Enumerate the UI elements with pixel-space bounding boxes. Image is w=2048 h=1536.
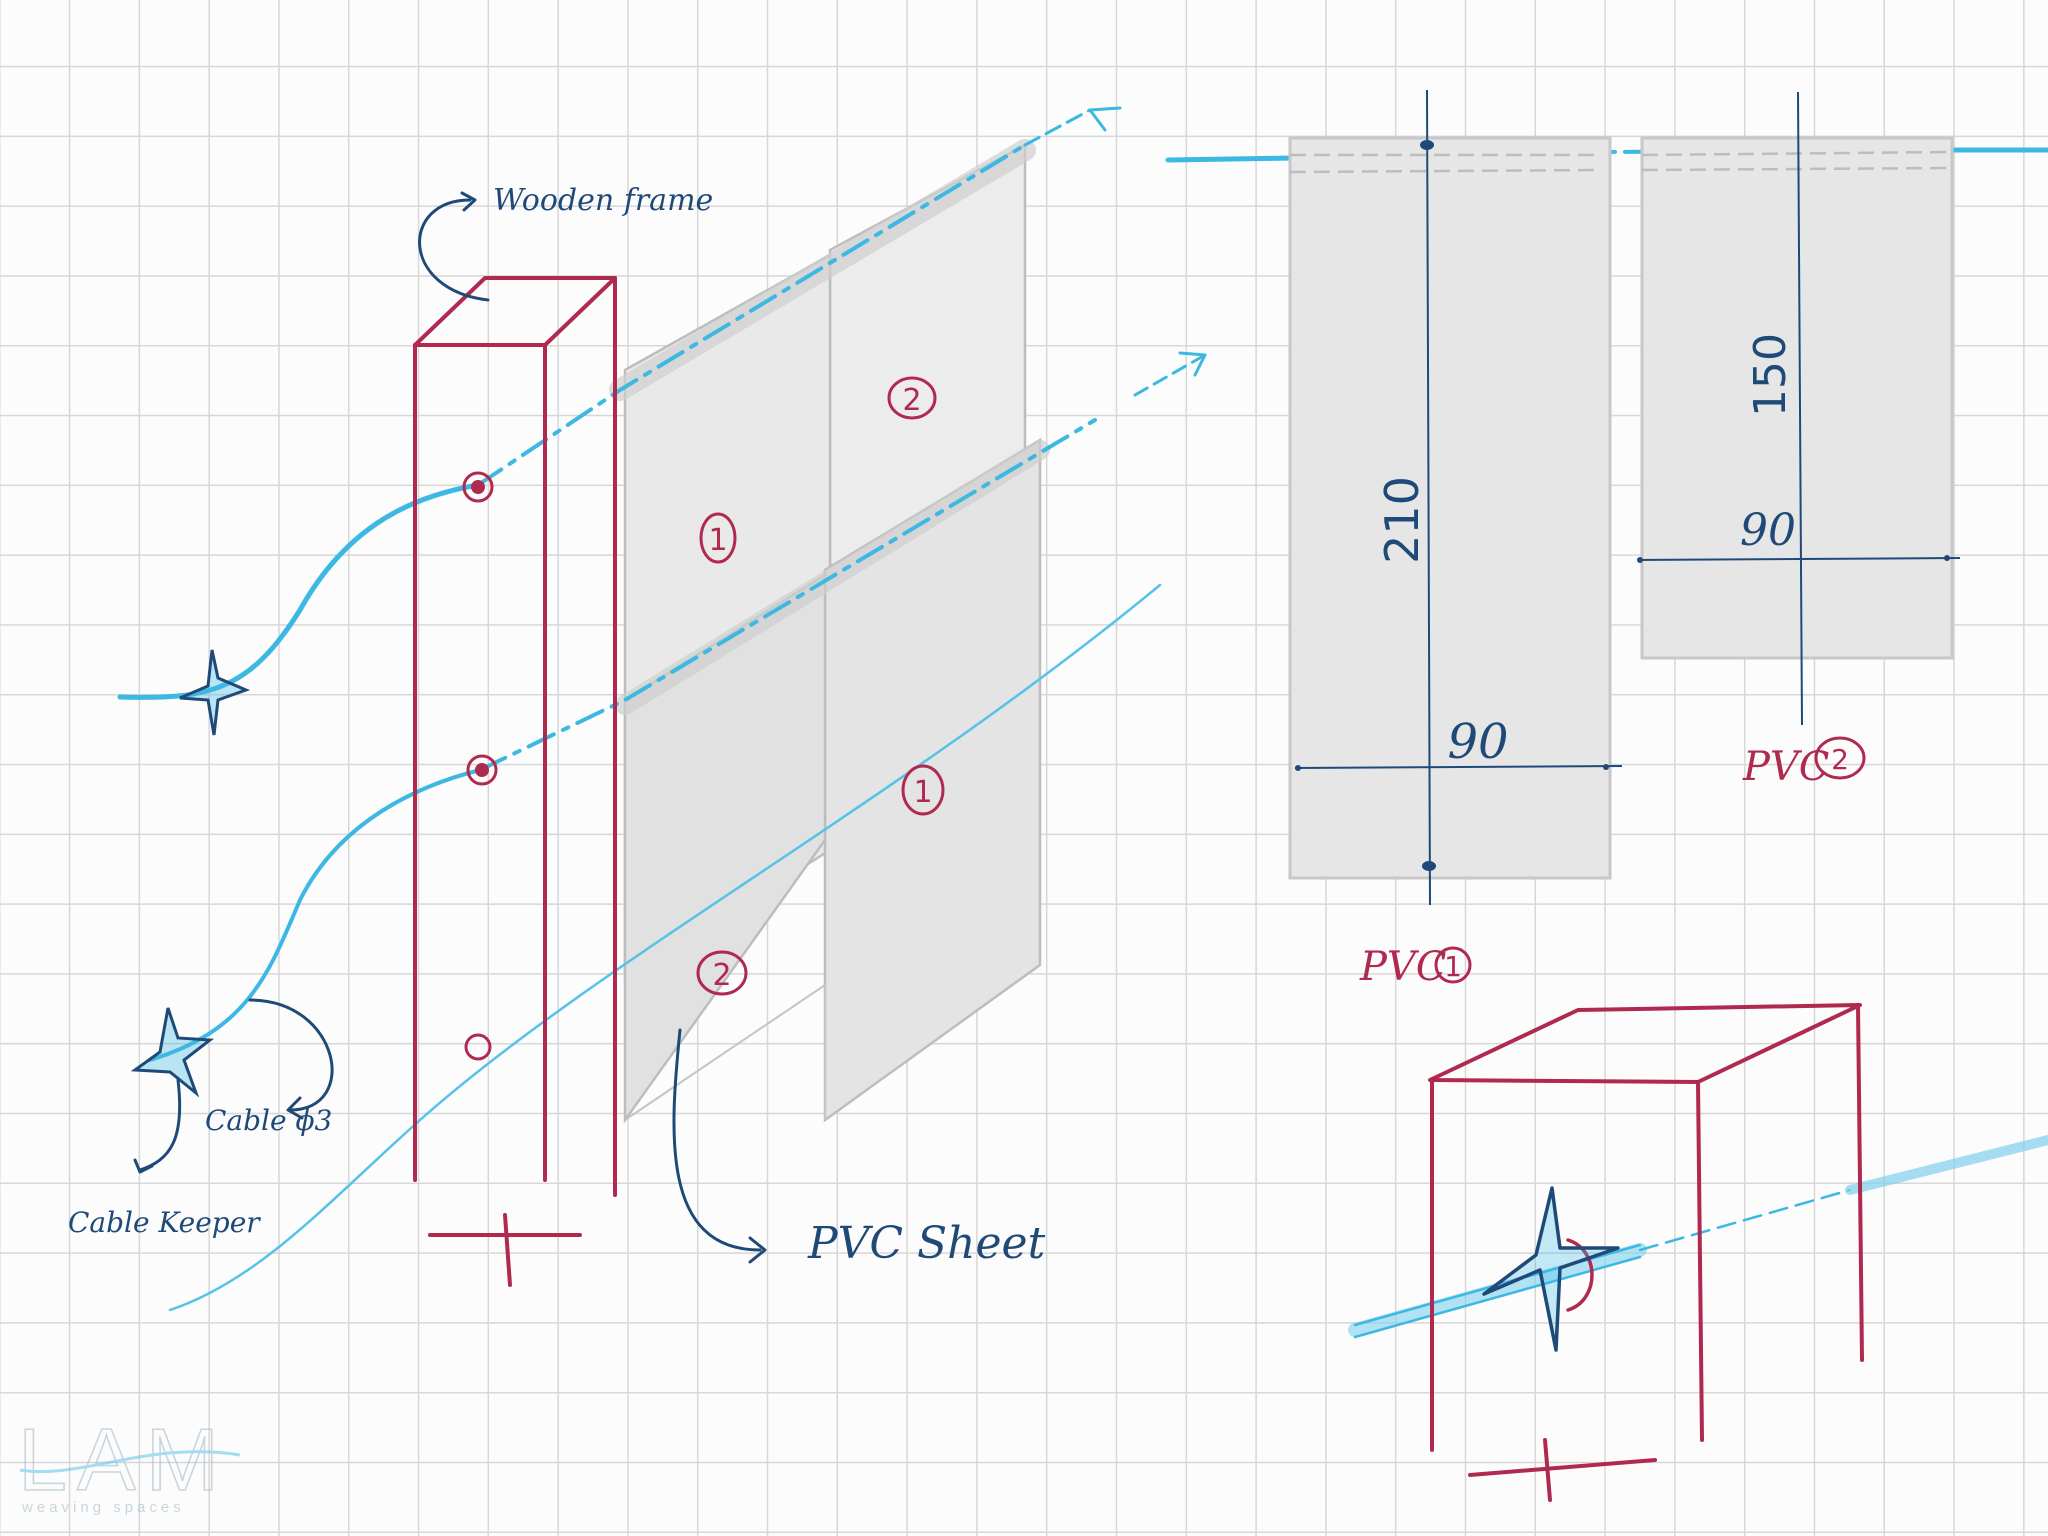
pvc1-width-dimension: 90 bbox=[1447, 714, 1508, 770]
elevation-pvc-1 bbox=[1288, 89, 1623, 906]
cable-hole-bottom bbox=[464, 1033, 492, 1061]
cable-top bbox=[117, 482, 481, 700]
svg-text:1: 1 bbox=[913, 775, 932, 810]
pvc2-width-line bbox=[1637, 557, 1961, 561]
label-pvc-sheet: PVC Sheet bbox=[807, 1218, 1046, 1269]
cable-keeper-middle-icon bbox=[130, 1007, 215, 1098]
label-pvc-1-number: 1 bbox=[1434, 946, 1472, 984]
svg-text:2: 2 bbox=[902, 383, 921, 418]
wooden-frame-arrow bbox=[418, 198, 490, 302]
cable-bottom bbox=[168, 583, 1162, 1312]
cable-keeper-icons bbox=[130, 649, 251, 1098]
pvc2-height-dimension: 150 bbox=[1745, 333, 1796, 417]
annotation-arrows bbox=[133, 191, 767, 1264]
cable-arrow bbox=[248, 998, 334, 1112]
cable-keeper-detail-icon bbox=[1482, 1186, 1620, 1352]
lam-logo: LAM weaving spaces bbox=[17, 1409, 241, 1516]
cable-middle bbox=[148, 768, 482, 1062]
sheet-number-lower-2: 2 bbox=[696, 950, 748, 996]
sheet-number-upper-2: 2 bbox=[887, 376, 937, 420]
svg-text:1: 1 bbox=[1444, 950, 1462, 983]
pvc1-width-line bbox=[1294, 765, 1623, 769]
cable-keeper-top-icon bbox=[179, 649, 251, 736]
label-pvc-2-number: 2 bbox=[1814, 736, 1866, 780]
label-pvc-1: PVC bbox=[1359, 944, 1446, 990]
svg-text:2: 2 bbox=[1831, 743, 1849, 776]
cable-keeper-arrow bbox=[138, 1078, 182, 1172]
labels: Wooden frame Cable ϕ3 Cable Keeper PVC S… bbox=[17, 183, 1866, 1516]
pvc1-height-dimension: 210 bbox=[1375, 476, 1429, 564]
cable-hole-middle bbox=[466, 754, 498, 786]
elevation-pvc-2 bbox=[1637, 91, 1961, 726]
sheet-number-upper-1: 1 bbox=[699, 512, 737, 564]
pvc2-width-dimension: 90 bbox=[1740, 505, 1796, 556]
sheet-number-lower-1: 1 bbox=[901, 764, 945, 816]
label-cable-keeper: Cable Keeper bbox=[68, 1206, 261, 1239]
cable-hole-top bbox=[462, 471, 494, 503]
label-cable: Cable ϕ3 bbox=[205, 1104, 332, 1137]
label-pvc-2: PVC bbox=[1742, 744, 1829, 790]
pvc-sheets-perspective bbox=[609, 139, 1050, 1124]
svg-text:2: 2 bbox=[712, 958, 731, 993]
pvc2-height-line bbox=[1797, 91, 1803, 726]
pvc1-height-line bbox=[1426, 89, 1431, 906]
pvc-sheet-arrow bbox=[672, 1028, 762, 1252]
wooden-frame-post bbox=[413, 276, 617, 1287]
logo-tagline: weaving spaces bbox=[21, 1499, 185, 1516]
label-wooden-frame: Wooden frame bbox=[493, 183, 713, 218]
cable-keeper-detail bbox=[1428, 1003, 1864, 1502]
svg-text:1: 1 bbox=[708, 523, 727, 558]
